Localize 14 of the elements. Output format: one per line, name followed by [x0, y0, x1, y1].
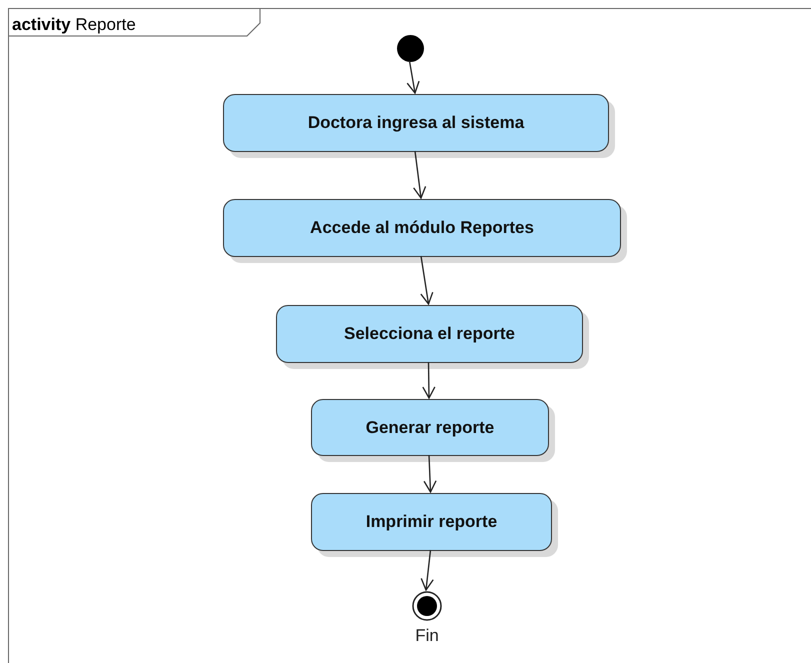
arrow [413, 150, 426, 199]
arrow [406, 60, 420, 94]
action-label: Doctora ingresa al sistema [308, 112, 524, 134]
frame-title: activity Reporte [12, 14, 136, 36]
arrow [422, 362, 436, 399]
action-label: Generar reporte [366, 416, 494, 439]
action-label: Accede al módulo Reportes [310, 217, 534, 240]
arrow [423, 454, 437, 493]
node-caption: Fin [415, 625, 439, 647]
action-label: Imprimir reporte [366, 511, 498, 534]
activity-frame [8, 8, 811, 663]
action-label: Selecciona el reporte [344, 323, 516, 346]
arrow [420, 256, 434, 305]
arrow [420, 550, 434, 591]
